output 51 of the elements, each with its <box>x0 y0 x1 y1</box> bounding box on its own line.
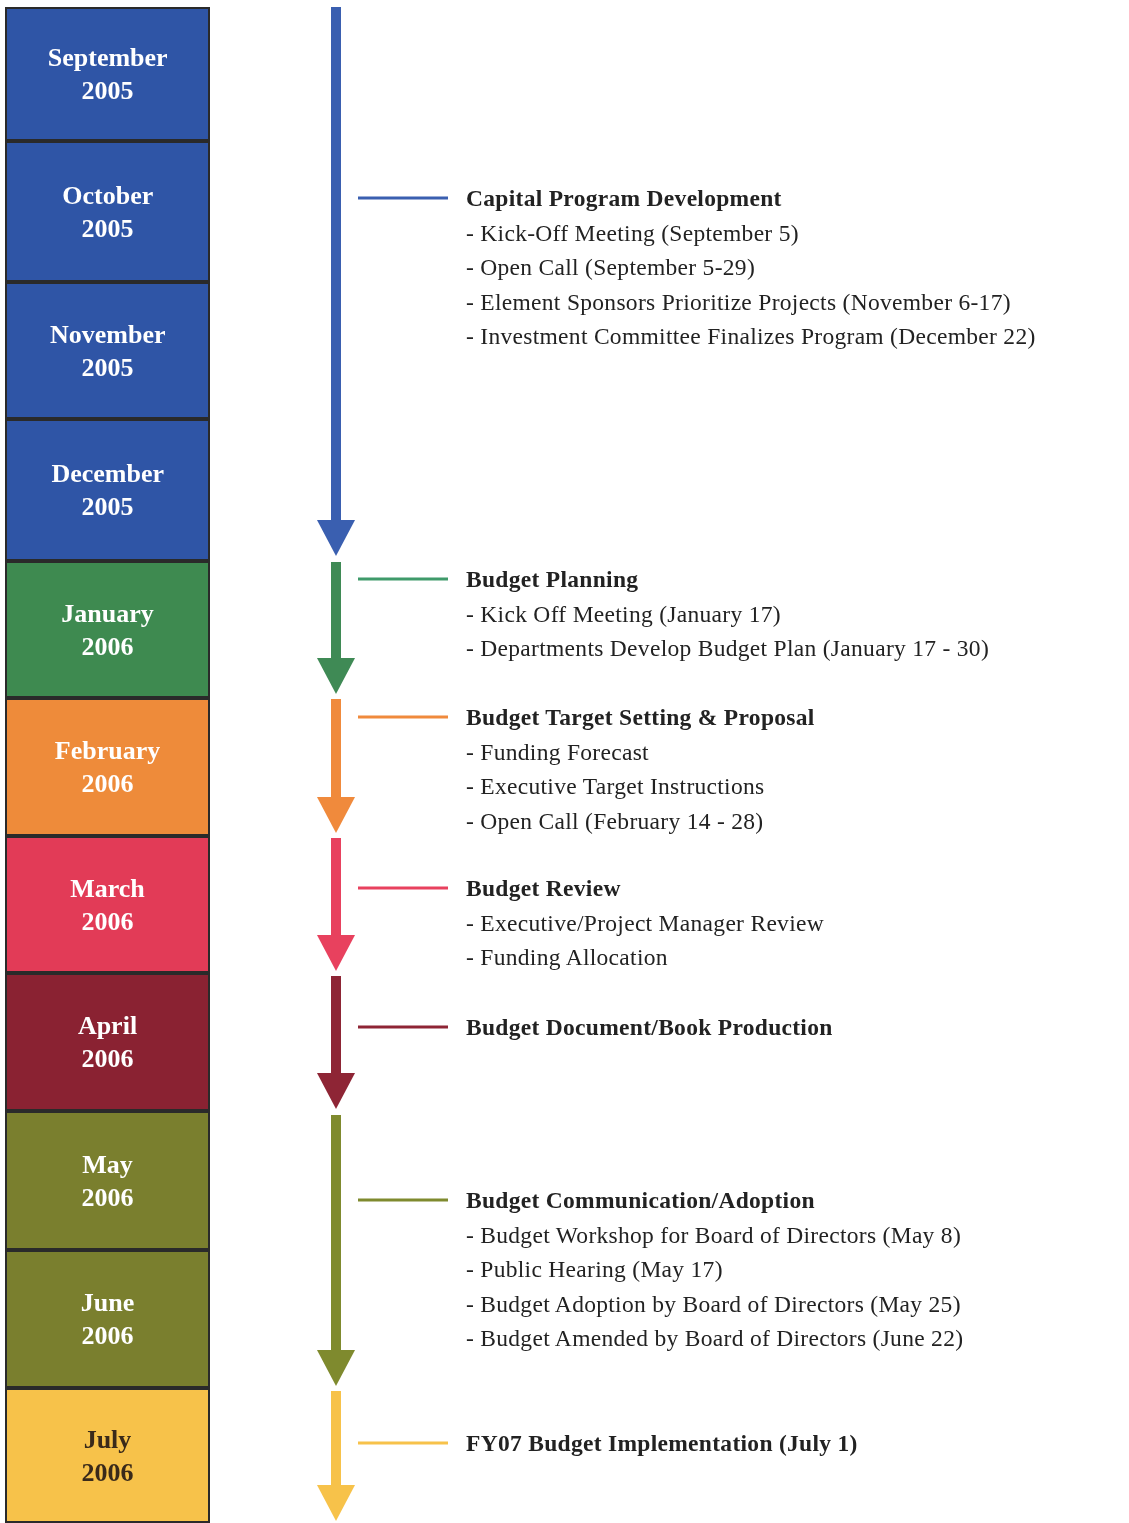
phase-item: - Funding Forecast <box>466 737 650 767</box>
phase-item: - Kick-Off Meeting (September 5) <box>466 218 800 248</box>
phase-heading: Budget Communication/Adoption <box>466 1186 816 1215</box>
leader-line <box>358 715 448 719</box>
month-label: October 2005 <box>62 179 153 245</box>
leader-line <box>358 1198 448 1202</box>
month-label: April 2006 <box>77 1010 138 1075</box>
month-label: May 2006 <box>81 1148 134 1214</box>
phase-item: - Kick Off Meeting (January 17) <box>466 599 782 629</box>
month-label: February 2006 <box>54 735 161 800</box>
month-box <box>5 419 210 561</box>
phase-heading: Budget Target Setting & Proposal <box>466 703 815 732</box>
phase-item: - Element Sponsors Prioritize Projects (November 6-17) <box>466 287 1012 317</box>
month-label: December 2005 <box>51 458 164 523</box>
phase-item: - Open Call (February 14 - 28) <box>466 806 765 836</box>
month-box <box>5 973 210 1111</box>
phase-heading: Budget Document/Book Production <box>466 1013 833 1042</box>
phase-item: - Executive Target Instructions <box>466 772 766 801</box>
month-box <box>5 1388 210 1523</box>
month-label: July 2006 <box>81 1423 134 1489</box>
phase-heading: Budget Review <box>466 874 622 903</box>
leader-line <box>358 196 448 200</box>
leader-line <box>358 1025 448 1029</box>
phase-item: - Investment Committee Finalizes Program (December 22) <box>466 322 1036 351</box>
month-label: September 2005 <box>47 42 168 107</box>
month-box <box>5 1250 210 1388</box>
phase-item: - Funding Allocation <box>466 943 669 972</box>
phase-item: - Public Hearing (May 17) <box>466 1255 724 1284</box>
leader-line <box>358 886 448 890</box>
month-label: November 2005 <box>49 318 165 384</box>
month-label: June 2006 <box>80 1287 135 1352</box>
phase-item: - Executive/Project Manager Review <box>466 908 824 938</box>
month-box <box>5 7 210 141</box>
month-box <box>5 1111 210 1250</box>
phase-heading: Budget Planning <box>466 565 640 594</box>
month-box <box>5 698 210 836</box>
phase-item: - Budget Adoption by Board of Directors (May 25) <box>466 1289 962 1319</box>
month-box <box>5 561 210 698</box>
phase-item: - Departments Develop Budget Plan (January 17 - 30) <box>466 634 990 663</box>
month-label: March 2006 <box>70 872 145 938</box>
phase-heading: FY07 Budget Implementation (July 1) <box>466 1429 858 1458</box>
phase-item: - Budget Workshop for Board of Directors (May 8) <box>466 1220 963 1250</box>
leader-line <box>358 577 448 581</box>
month-box <box>5 282 210 419</box>
leader-line <box>358 1441 448 1445</box>
month-box <box>5 836 210 973</box>
month-label: January 2006 <box>61 597 154 663</box>
phase-heading: Capital Program Development <box>466 184 783 213</box>
phase-item: - Budget Amended by Board of Directors (June 22) <box>466 1324 964 1353</box>
phase-item: - Open Call (September 5-29) <box>466 253 756 282</box>
month-box <box>5 141 210 282</box>
